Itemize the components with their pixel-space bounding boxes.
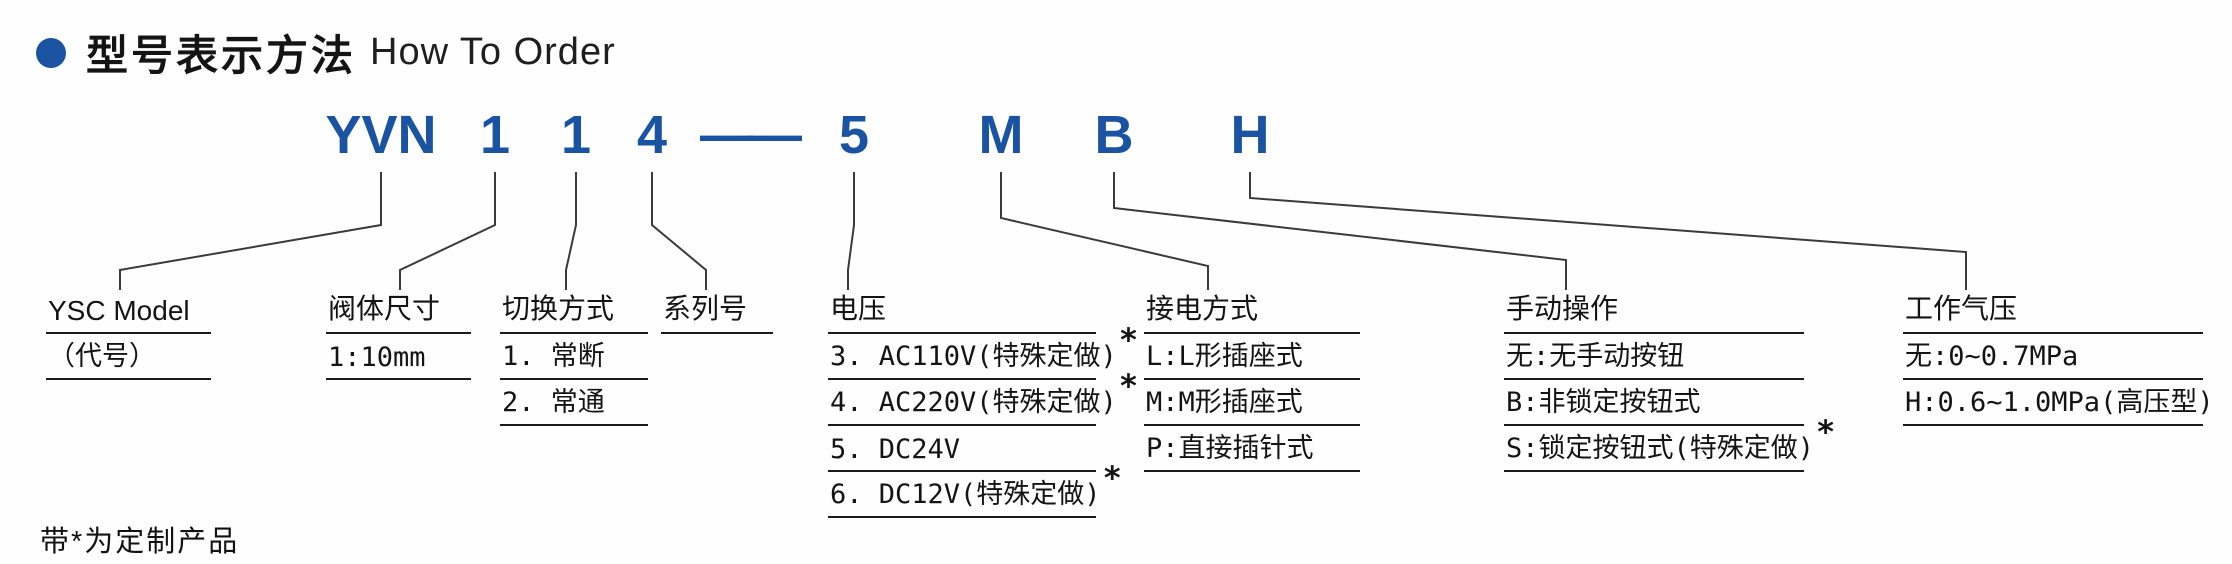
- column-header: 系列号: [661, 292, 773, 334]
- column-header: 手动操作: [1504, 292, 1804, 334]
- connector-pressure: [1249, 172, 1967, 290]
- option-text: 6. DC12V(特殊定做): [830, 479, 1101, 510]
- connector-model: [119, 172, 382, 290]
- connector-electrical: [1000, 172, 1209, 290]
- option-row: 3. AC110V(特殊定做) *: [828, 321, 1138, 380]
- column-header-label: 手动操作: [1506, 293, 1619, 324]
- code-segment-voltage: 5: [838, 105, 870, 165]
- column-header-label: 阀体尺寸: [328, 293, 441, 324]
- bullet-icon: [36, 37, 66, 68]
- column-header-label: 工作气压: [1905, 293, 2018, 324]
- option-row: P:直接插针式: [1144, 426, 1360, 472]
- code-segment-pressure: H: [1230, 105, 1270, 165]
- option-text: 1:10mm: [328, 342, 426, 373]
- code-segment-switch: 1: [560, 105, 592, 165]
- option-row: 1:10mm: [326, 334, 471, 380]
- connector-body-size: [399, 172, 496, 290]
- option-row: 4. AC220V(特殊定做) *: [828, 367, 1138, 426]
- code-segment-dash: ——: [700, 105, 802, 165]
- column-switch-type: 切换方式 1. 常断 2. 常通: [500, 292, 648, 426]
- column-manual-operation: 手动操作 无:无手动按钮 B:非锁定按钮式 S:锁定按钮式(特殊定做) *: [1504, 292, 1835, 472]
- option-row: S:锁定按钮式(特殊定做) *: [1504, 413, 1835, 472]
- option-row: 无:0~0.7MPa: [1903, 334, 2203, 380]
- option-row: L:L形插座式: [1144, 334, 1360, 380]
- option-text: （代号）: [48, 341, 156, 372]
- connector-switch: [565, 172, 577, 290]
- custom-order-asterisk: *: [1102, 459, 1122, 497]
- option-text: M:M形插座式: [1146, 387, 1303, 418]
- custom-order-asterisk: *: [1118, 367, 1139, 405]
- option-text: H:0.6~1.0MPa(高压型): [1905, 387, 2214, 418]
- option-text: B:非锁定按钮式: [1506, 387, 1701, 418]
- column-header-label: 系列号: [663, 293, 748, 324]
- option-text: S:锁定按钮式(特殊定做): [1506, 433, 1815, 464]
- option-text: 4. AC220V(特殊定做): [830, 387, 1117, 418]
- option-text: P:直接插针式: [1146, 433, 1314, 464]
- option-text: 3. AC110V(特殊定做): [830, 341, 1117, 372]
- connector-manual: [1113, 172, 1567, 290]
- footnote: 带*为定制产品: [40, 526, 240, 558]
- custom-order-asterisk: *: [1118, 321, 1139, 359]
- column-header-label: YSC Model: [48, 295, 190, 326]
- column-header: 电压: [828, 292, 1096, 334]
- option-row: H:0.6~1.0MPa(高压型): [1903, 380, 2214, 426]
- column-header: 工作气压: [1903, 292, 2203, 334]
- custom-order-asterisk: *: [1816, 413, 1836, 451]
- column-working-pressure: 工作气压 无:0~0.7MPa H:0.6~1.0MPa(高压型): [1903, 292, 2214, 426]
- code-segment-body-size: 1: [479, 105, 511, 165]
- option-text: 1. 常断: [502, 341, 605, 372]
- code-segment-electrical: M: [978, 105, 1024, 165]
- option-row: 无:无手动按钮: [1504, 334, 1804, 380]
- option-row: 1. 常断: [500, 334, 648, 380]
- option-row: 5. DC24V: [828, 426, 1096, 472]
- option-text: 无:无手动按钮: [1506, 341, 1685, 372]
- column-voltage: 电压 3. AC110V(特殊定做) * 4. AC220V(特殊定做) * 5…: [828, 292, 1138, 518]
- option-row: B:非锁定按钮式: [1504, 380, 1804, 426]
- code-segment-series: 4: [636, 105, 668, 165]
- option-row: 2. 常通: [500, 380, 648, 426]
- column-header-label: 电压: [830, 293, 887, 324]
- option-row: 6. DC12V(特殊定做) *: [828, 459, 1122, 518]
- column-header-label: 切换方式: [502, 293, 615, 324]
- page-title-zh: 型号表示方法: [86, 32, 357, 79]
- option-row: （代号）: [46, 334, 211, 380]
- code-segment-model: YVN: [325, 105, 437, 165]
- connector-voltage: [847, 172, 855, 290]
- column-header: 接电方式: [1144, 292, 1360, 334]
- connector-series: [651, 172, 707, 290]
- column-header: YSC Model: [46, 292, 211, 334]
- option-row: M:M形插座式: [1144, 380, 1360, 426]
- column-header: 切换方式: [500, 292, 648, 334]
- column-header: 阀体尺寸: [326, 292, 471, 334]
- column-ysc-model: YSC Model （代号）: [46, 292, 211, 380]
- option-text: 无:0~0.7MPa: [1905, 341, 2079, 372]
- page-title: 型号表示方法 How To Order: [36, 22, 616, 83]
- option-text: L:L形插座式: [1146, 341, 1303, 372]
- option-text: 2. 常通: [502, 387, 605, 418]
- code-segment-manual: B: [1094, 105, 1134, 165]
- column-header-label: 接电方式: [1146, 293, 1259, 324]
- column-series-number: 系列号: [661, 292, 773, 334]
- column-electrical-connection: 接电方式 L:L形插座式 M:M形插座式 P:直接插针式: [1144, 292, 1360, 472]
- page-title-en: How To Order: [370, 31, 616, 73]
- option-text: 5. DC24V: [830, 434, 961, 465]
- column-body-size: 阀体尺寸 1:10mm: [326, 292, 471, 380]
